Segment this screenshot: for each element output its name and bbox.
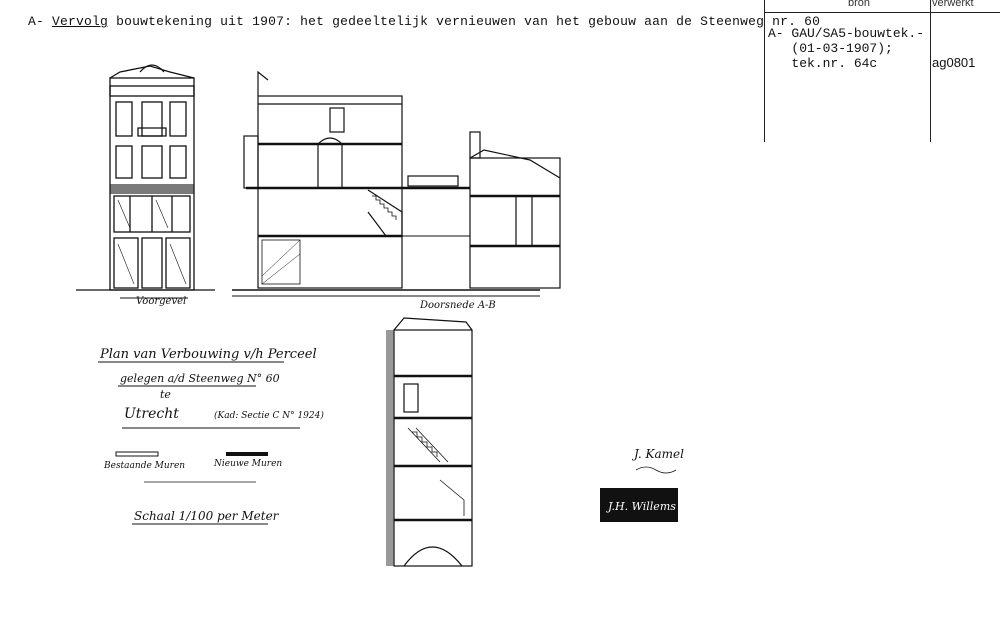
facade-elevation [109,64,195,291]
verwerkt-value: ag0801 [932,55,976,70]
bron-value: A- GAU/SA5-bouwtek.- (01-03-1907); tek.n… [768,26,925,71]
scale-label: Schaal 1/100 per Meter [134,509,280,523]
title-line-3: te [160,388,171,401]
title-city: Utrecht [124,406,179,422]
header-underlined-word: Vervolg [52,14,109,29]
section-label: Doorsnede A-B [419,300,496,311]
title-kadaster: (Kad: Sectie C N° 1924) [214,410,324,421]
legend-new-label: Nieuwe Muren [213,459,282,469]
signature-stamp: J.H. Willems [600,488,678,522]
title-line-1: Plan van Verbouwing v/h Perceel [99,347,317,362]
col-header-bron: bron [848,0,871,9]
source-table: bron verwerkt A- GAU/SA5-bouwtek.- (01-0… [764,0,1000,142]
col-header-verwerkt: verwerkt [932,0,974,9]
stamp-text: J.H. Willems [606,500,676,513]
table-header-border [764,12,1000,13]
title-line-2: gelegen a/d Steenweg N° 60 [120,372,280,385]
section-drawing [243,70,561,289]
facade-label: Voorgevel [136,296,186,307]
table-left-border [764,0,765,142]
lower-section-drawing [386,317,473,567]
signature-flourish [635,466,677,474]
legend-new-swatch [226,452,268,456]
signature-top: J. Kamel [631,447,684,461]
legend-existing-label: Bestaande Muren [103,461,185,471]
table-column-divider [930,0,931,142]
header-description: bouwtekening uit 1907: het gedeeltelijk … [116,14,821,29]
legend-existing-swatch [115,451,159,457]
document-header: A- Vervolg bouwtekening uit 1907: het ge… [28,14,820,29]
header-prefix: A- [28,14,45,29]
